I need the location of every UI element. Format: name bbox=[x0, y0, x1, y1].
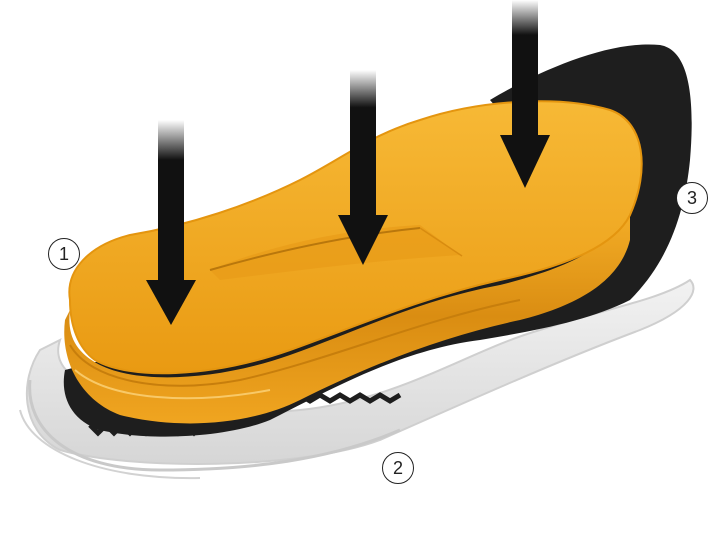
callout-3: 3 bbox=[676, 182, 708, 214]
callout-2: 2 bbox=[382, 452, 414, 484]
callout-3-label: 3 bbox=[687, 188, 697, 209]
callout-1-label: 1 bbox=[59, 244, 69, 265]
callout-2-label: 2 bbox=[393, 458, 403, 479]
callout-1: 1 bbox=[48, 238, 80, 270]
